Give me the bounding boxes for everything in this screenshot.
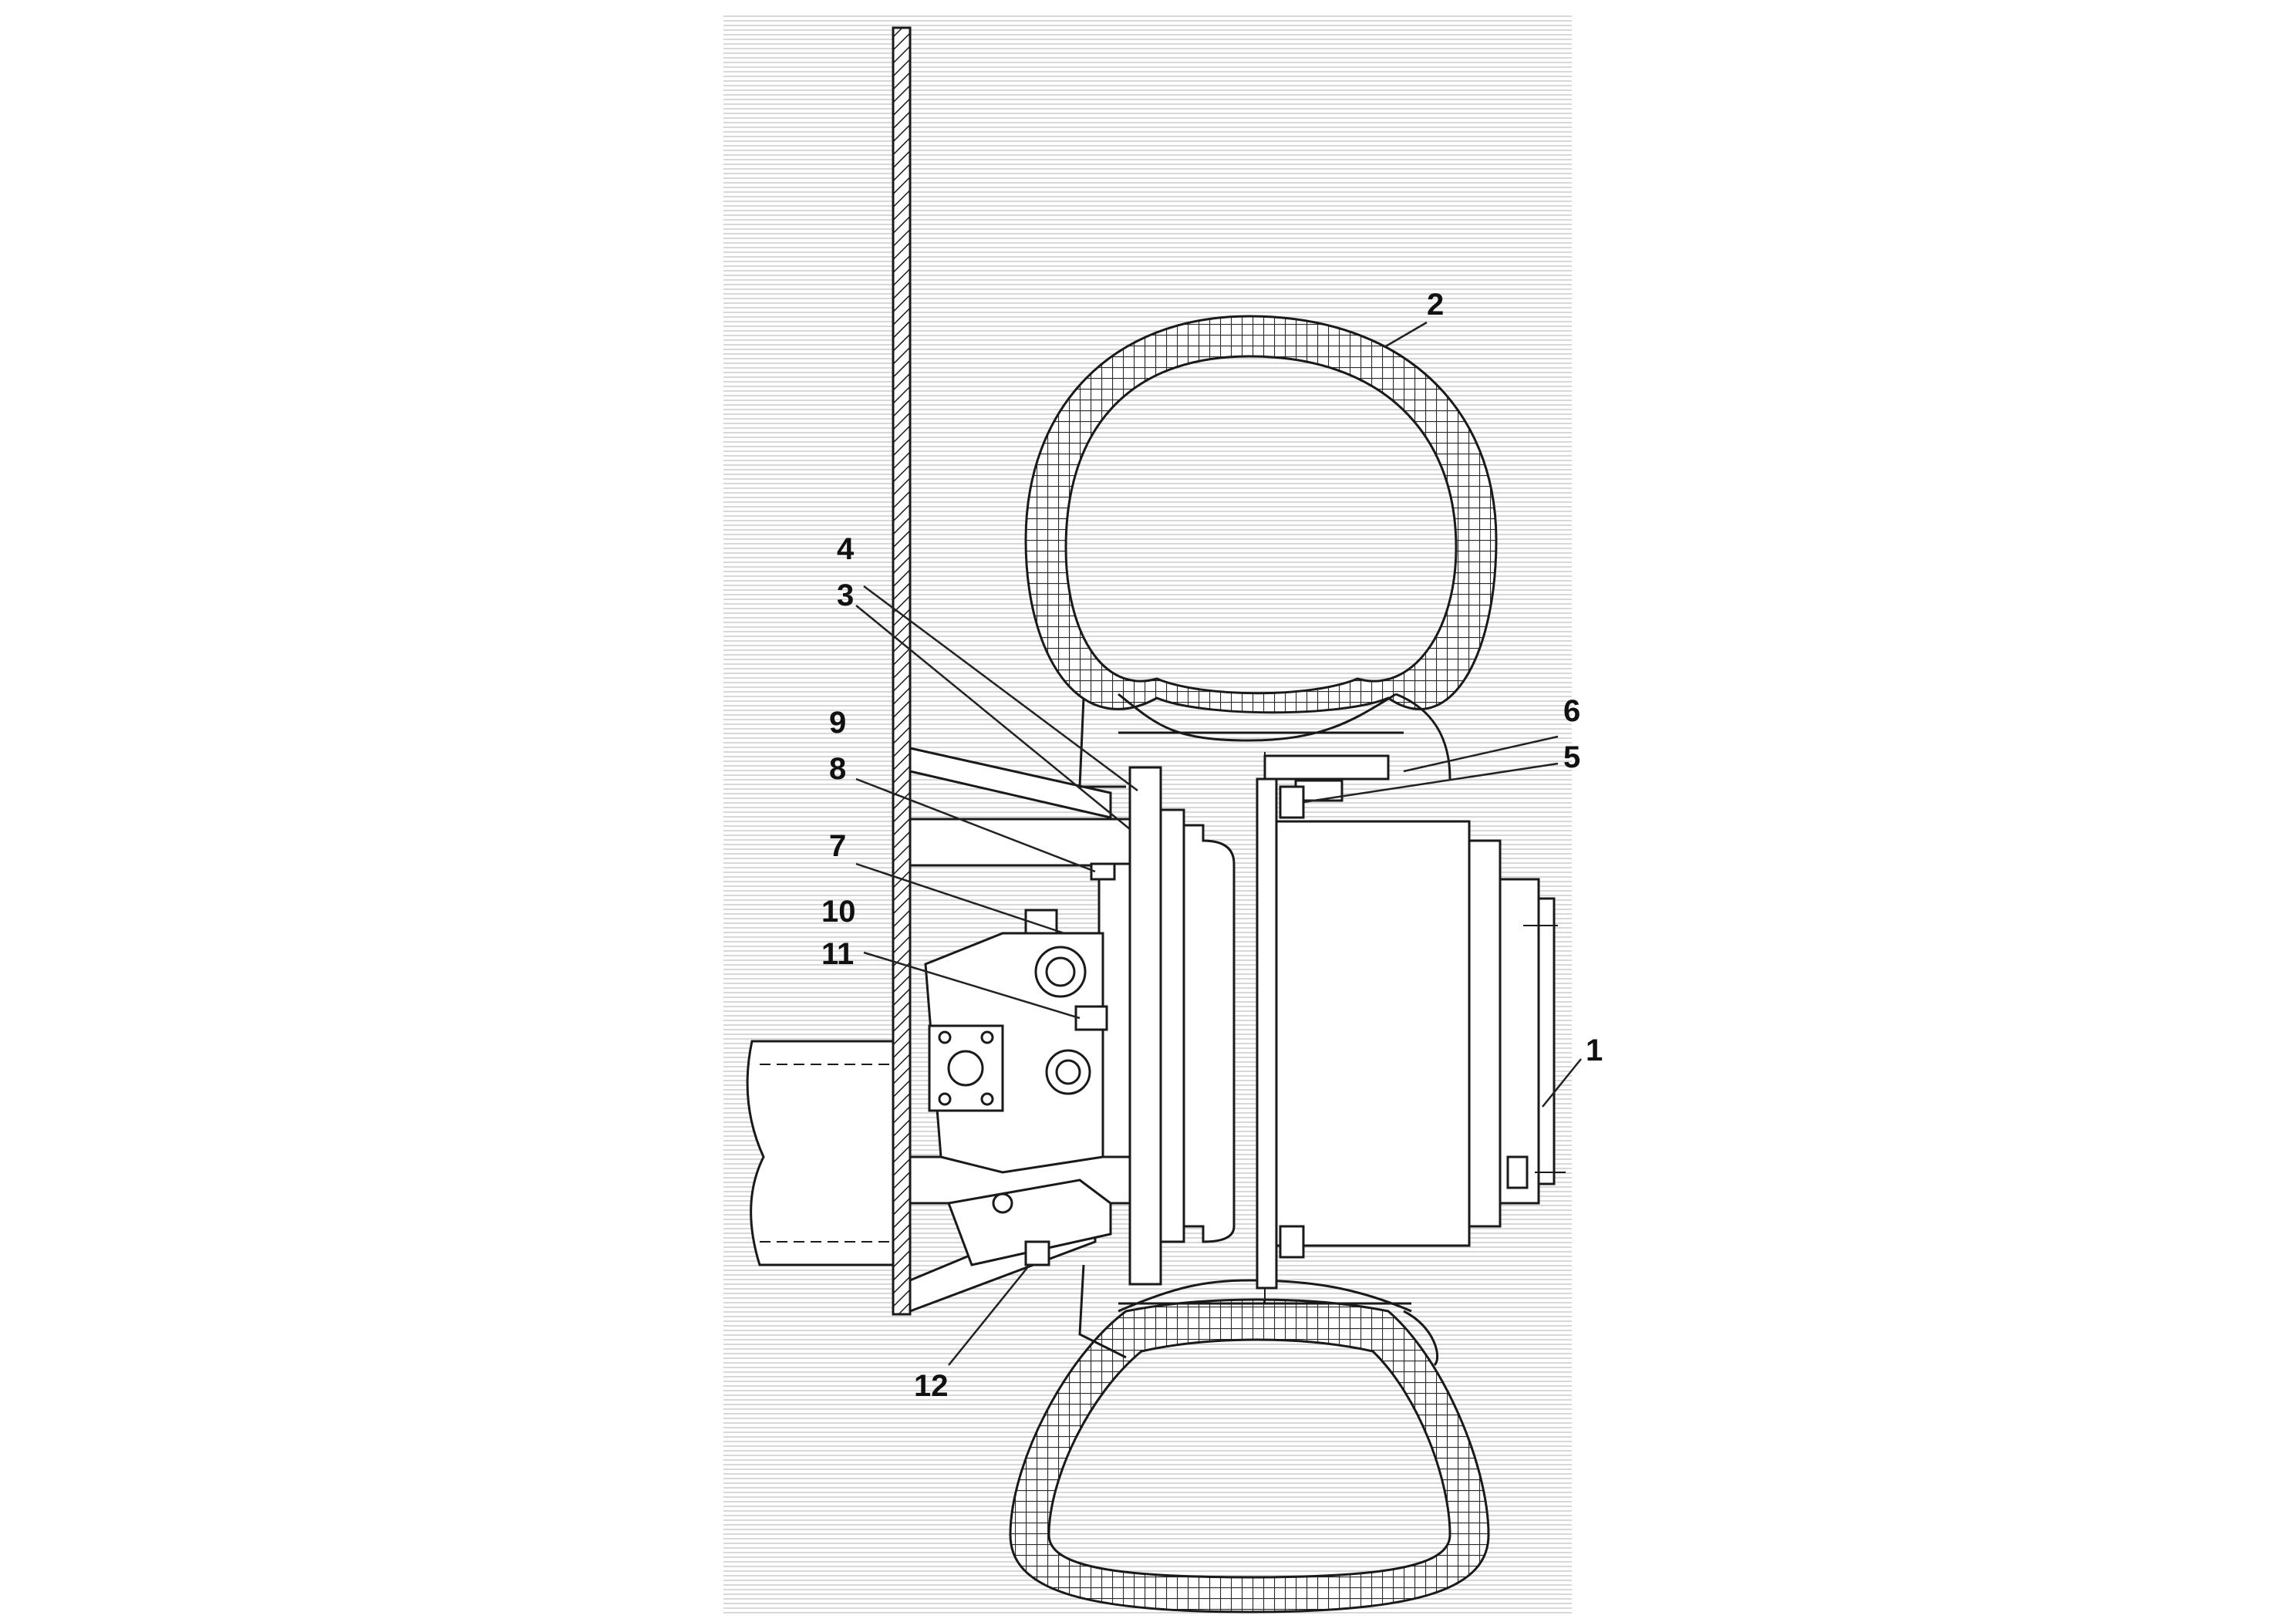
frame-wall <box>892 26 912 1316</box>
drive-assembly <box>1128 752 1566 1303</box>
tire-upper <box>1024 315 1498 714</box>
callout-8: 8 <box>829 752 846 786</box>
callout-7: 7 <box>829 829 846 863</box>
leader-6 <box>1403 735 1559 773</box>
callout-2: 2 <box>1427 288 1444 322</box>
leader-5 <box>1303 762 1559 804</box>
callout-12: 12 <box>914 1369 949 1403</box>
callout-11: 11 <box>821 937 854 971</box>
leader-1 <box>1542 1058 1582 1108</box>
callout-labels: 1 2 3 4 5 6 7 8 9 10 11 12 <box>821 288 1603 1403</box>
callout-1: 1 <box>1586 1034 1603 1067</box>
leader-11 <box>863 951 1081 1020</box>
leader-8 <box>855 777 1096 873</box>
leader-12 <box>948 1264 1030 1366</box>
callout-10: 10 <box>821 895 856 929</box>
leader-2 <box>1384 321 1428 349</box>
tire-lower <box>1009 1298 1490 1614</box>
callout-5: 5 <box>1563 740 1580 774</box>
leader-3 <box>855 605 1131 830</box>
axle-tube <box>746 1040 895 1266</box>
callout-6: 6 <box>1563 694 1580 728</box>
callout-3: 3 <box>837 578 854 612</box>
leader-7 <box>855 862 1065 935</box>
callout-4: 4 <box>837 532 855 566</box>
callout-9: 9 <box>829 706 846 740</box>
leader-4 <box>863 585 1138 792</box>
leader-lines <box>855 321 1582 1366</box>
